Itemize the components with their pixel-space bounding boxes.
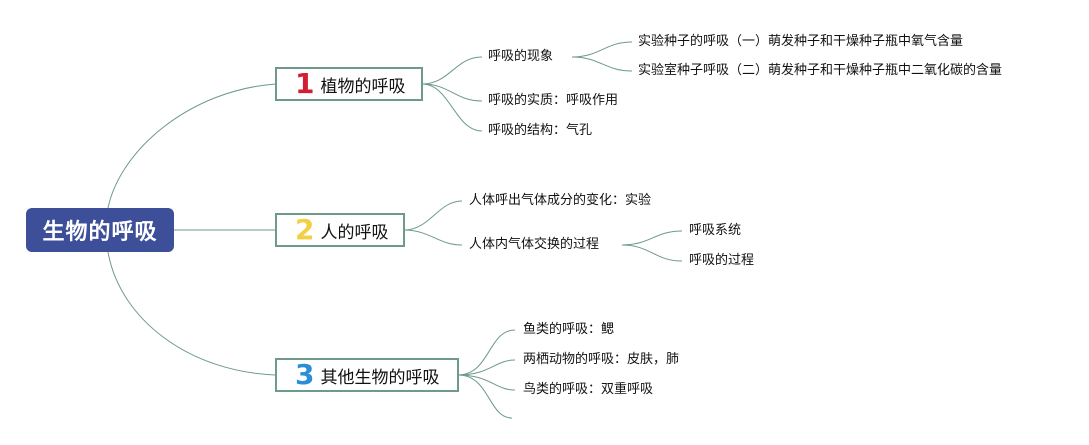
link-b3-c1	[457, 329, 516, 376]
topic-bird-respiration[interactable]: 鸟类的呼吸：双重呼吸	[523, 382, 654, 397]
topic-exhaled-gas-change[interactable]: 人体呼出气体成分的变化：实验	[469, 193, 652, 208]
topic-amphibian-respiration[interactable]: 两栖动物的呼吸：皮肤，肺	[523, 352, 680, 367]
topic-respiratory-system[interactable]: 呼吸系统	[689, 223, 742, 238]
number-1-badge: 1	[295, 67, 315, 100]
link-b3-c3	[457, 374, 516, 391]
topic-respiration-essence[interactable]: 呼吸的实质：呼吸作用	[488, 93, 619, 108]
topic-respiration-process[interactable]: 呼吸的过程	[689, 253, 755, 268]
branch-plant-respiration[interactable]: 1 植物的呼吸	[275, 67, 423, 101]
topic-fish-respiration[interactable]: 鱼类的呼吸：鳃	[523, 322, 615, 337]
branch-other-organisms[interactable]: 3 其他生物的呼吸	[275, 358, 459, 392]
link-b2-c1	[403, 200, 463, 231]
link-b2-c2-g1	[621, 230, 683, 246]
branch-label: 其他生物的呼吸	[320, 367, 440, 388]
branch-label: 人的呼吸	[320, 222, 389, 243]
link-b2-c2	[403, 229, 463, 246]
branch-human-respiration[interactable]: 2 人的呼吸	[275, 213, 405, 247]
link-root-branch-3	[107, 251, 277, 376]
branch-label: 植物的呼吸	[320, 76, 406, 97]
link-b1-c1-g2	[571, 56, 633, 72]
topic-respiration-structure[interactable]: 呼吸的结构：气孔	[488, 123, 593, 138]
number-2-badge: 2	[295, 213, 315, 246]
number-3-badge: 3	[295, 358, 315, 391]
link-b2-c2-g2	[621, 244, 683, 262]
link-b1-c1	[421, 56, 483, 85]
topic-seed-experiment-1[interactable]: 实验种子的呼吸（一）萌发种子和干燥种子瓶中氧气含量	[638, 34, 964, 49]
topic-seed-experiment-2[interactable]: 实验室种子呼吸（二）萌发种子和干燥种子瓶中二氧化碳的含量	[638, 63, 1003, 78]
link-b1-c3	[421, 83, 483, 132]
link-b3-empty	[457, 374, 513, 419]
topic-gas-exchange-process[interactable]: 人体内气体交换的过程	[469, 237, 600, 252]
link-b1-c1-g1	[571, 41, 633, 58]
link-b3-c2	[457, 359, 516, 376]
link-b1-c2	[421, 83, 483, 102]
topic-respiration-phenomenon[interactable]: 呼吸的现象	[488, 49, 554, 64]
link-root-branch-1	[107, 83, 277, 209]
root-topic[interactable]: 生物的呼吸	[26, 208, 174, 252]
